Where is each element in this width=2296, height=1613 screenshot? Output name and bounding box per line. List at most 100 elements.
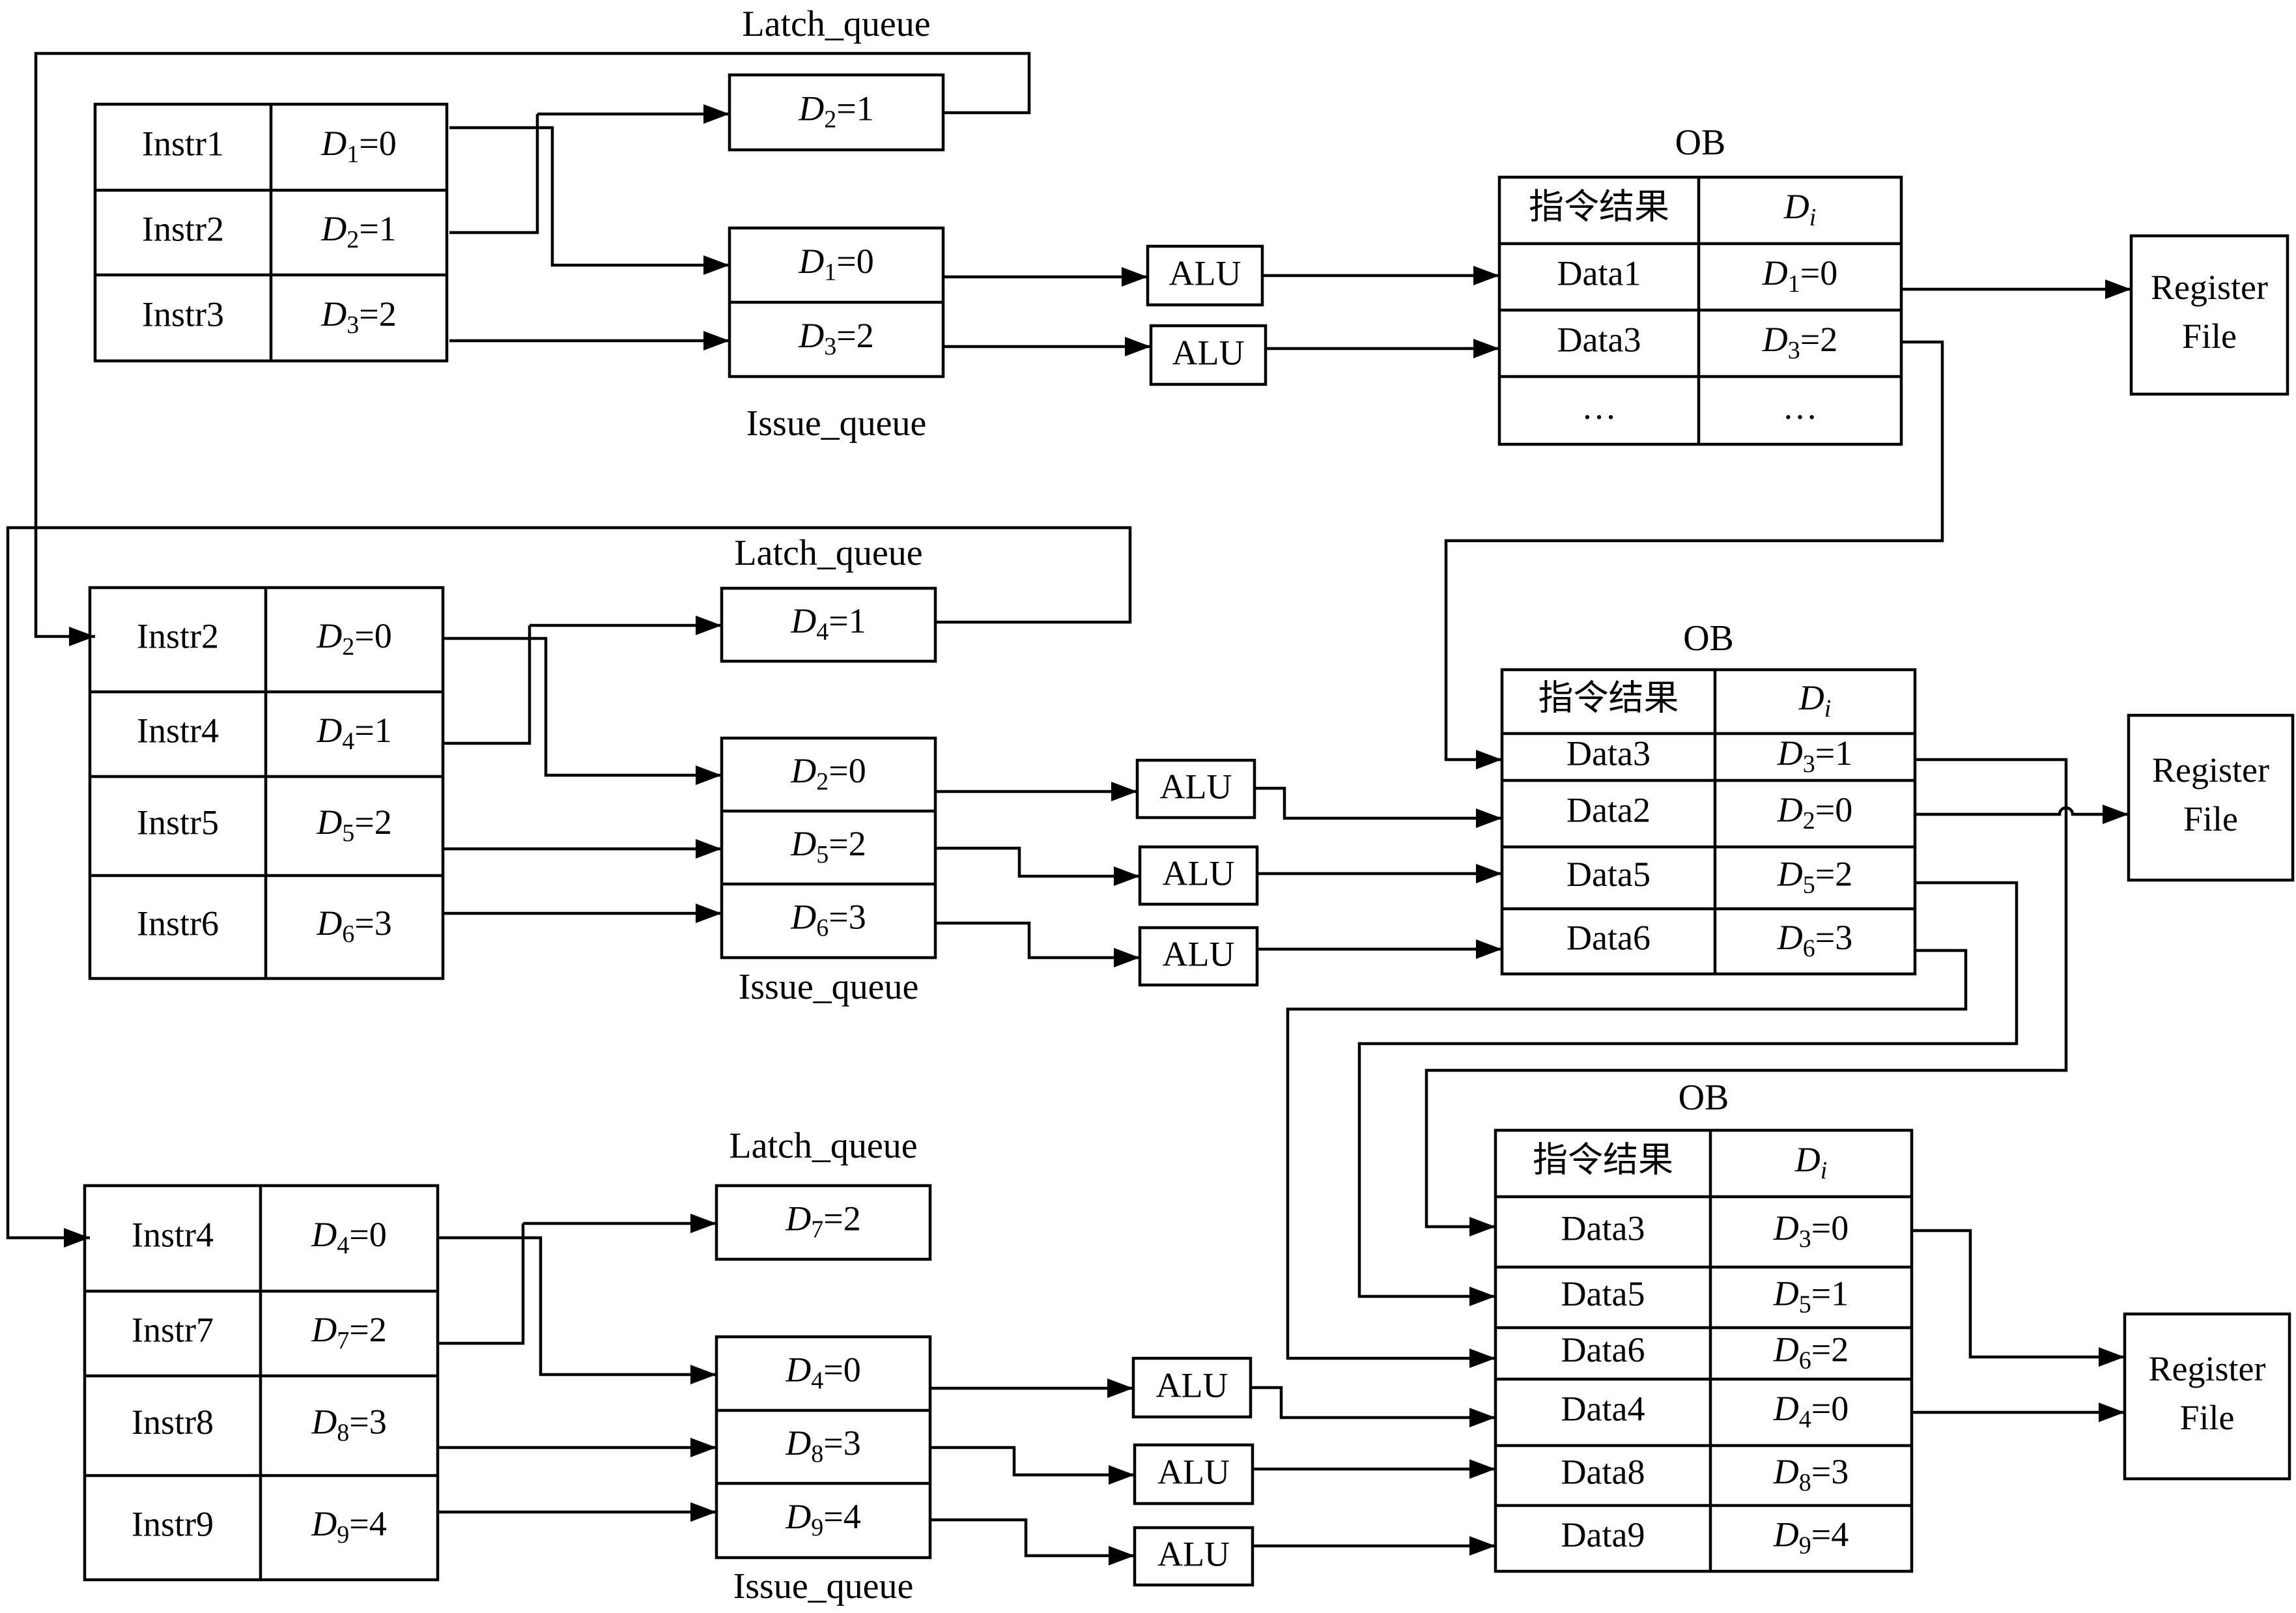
ob-data: Data3 [1557, 320, 1641, 359]
arrowhead [1125, 337, 1151, 356]
connector [523, 1236, 716, 1377]
d-symbol: D [320, 294, 347, 334]
arrowhead [1107, 1378, 1133, 1398]
connector [1286, 949, 1968, 1360]
equals-sign: = [1811, 1274, 1831, 1313]
instr-name: Instr9 [132, 1504, 214, 1543]
instr-name: Instr4 [137, 711, 219, 750]
d-subscript: 7 [337, 1327, 349, 1354]
instr-dep: D5=2 [316, 803, 391, 846]
ob-header-result: 指令结果 [1533, 1140, 1673, 1179]
d-value: 2 [1835, 855, 1852, 894]
equals-sign: = [829, 751, 848, 790]
connector [930, 1446, 1135, 1477]
ob-data: Data9 [1561, 1515, 1645, 1554]
d-symbol: D [1777, 918, 1803, 957]
arrowhead [690, 1214, 716, 1233]
d-subscript: 7 [811, 1216, 823, 1243]
d-symbol: D [790, 898, 816, 937]
register-file-line1: Register [2151, 268, 2268, 307]
ob-ellipsis: … [1783, 387, 1818, 426]
connector [1357, 881, 2019, 1298]
alu-box [1146, 244, 1264, 307]
connector [6, 526, 1132, 1240]
latch-queue-label: Latch_queue [729, 1126, 917, 1166]
d-value: 2 [857, 316, 874, 355]
latch-queue [728, 73, 945, 152]
di-subscript: i [1821, 1157, 1828, 1184]
d-value: 1 [857, 89, 874, 128]
ob-dep: D3=1 [1777, 734, 1852, 777]
latch-queue-entry: D7=2 [785, 1199, 860, 1243]
d-subscript: 2 [1803, 807, 1815, 835]
connector [443, 638, 531, 745]
register-file-line2: File [2179, 1398, 2234, 1437]
instr-name: Instr7 [132, 1310, 214, 1349]
d-symbol: D [1773, 1452, 1799, 1491]
alu-box [1149, 324, 1268, 386]
d-value: 3 [375, 904, 392, 943]
d-value: 0 [1831, 1389, 1849, 1428]
issue-queue-label: Issue_queue [739, 967, 919, 1007]
d-subscript: 4 [1799, 1406, 1811, 1433]
ob-header-di: Di [1794, 1140, 1828, 1184]
d-symbol: D [316, 616, 342, 655]
connector [1424, 758, 2068, 1229]
d-value: 2 [843, 1199, 861, 1238]
arrowhead [1469, 1349, 1495, 1368]
d-subscript: 5 [1799, 1291, 1811, 1318]
d-subscript: 4 [342, 728, 354, 755]
issue-queue-entry: D4=0 [785, 1350, 860, 1394]
ob-data: Data3 [1561, 1208, 1645, 1248]
ob-data: Data8 [1561, 1452, 1645, 1491]
instr-name: Instr3 [142, 294, 224, 334]
d-subscript: 5 [816, 841, 829, 868]
connector [935, 846, 1140, 878]
arrowhead [2103, 805, 2129, 824]
d-symbol: D [785, 1350, 811, 1390]
issue-queue-entry: D5=2 [790, 824, 866, 868]
arrowhead [690, 1502, 716, 1522]
d-value: 3 [849, 898, 866, 937]
ob-label: OB [1679, 1078, 1729, 1118]
ob-data: … [1581, 387, 1617, 426]
equals-sign: = [1815, 734, 1835, 773]
equals-sign: = [829, 824, 848, 863]
register-file [2129, 234, 2289, 396]
ob-header-di: Di [1783, 187, 1817, 231]
d-value: 1 [1831, 1274, 1849, 1313]
ob-table [1494, 1128, 1914, 1573]
d-symbol: D [316, 803, 342, 842]
instr-dep: D2=0 [316, 616, 391, 660]
instr-dep: D1=0 [320, 124, 396, 167]
d-value: 4 [369, 1504, 387, 1543]
alu-label: ALU [1169, 253, 1241, 293]
arrowhead [696, 616, 722, 635]
d-symbol: D [1773, 1274, 1799, 1313]
ob-header-di: Di [1798, 678, 1832, 722]
equals-sign: = [836, 89, 856, 128]
arrowhead [690, 1438, 716, 1457]
d-symbol: D [1773, 1389, 1799, 1428]
ob-data: Data2 [1566, 790, 1651, 829]
alu-label: ALU [1163, 934, 1235, 973]
d-symbol: D [790, 751, 816, 790]
ob-data: Data1 [1557, 253, 1641, 293]
arrowhead [690, 1365, 716, 1384]
alu-box [1138, 845, 1259, 906]
d-value: 1 [1835, 734, 1852, 773]
d-value: 0 [379, 124, 397, 163]
d-subscript: 2 [824, 106, 836, 133]
ob-dep: D3=2 [1762, 320, 1837, 364]
d-subscript: 4 [337, 1232, 349, 1259]
arrowhead [696, 765, 722, 785]
issue-queue-entry: D6=3 [790, 898, 866, 941]
d-subscript: 3 [347, 311, 359, 339]
equals-sign: = [354, 616, 374, 655]
issue-queue-entry: D2=0 [790, 751, 866, 795]
d-subscript: 9 [1799, 1532, 1811, 1559]
d-subscript: 8 [811, 1440, 823, 1468]
issue-queue-label: Issue_queue [746, 403, 927, 444]
connector [537, 126, 730, 267]
